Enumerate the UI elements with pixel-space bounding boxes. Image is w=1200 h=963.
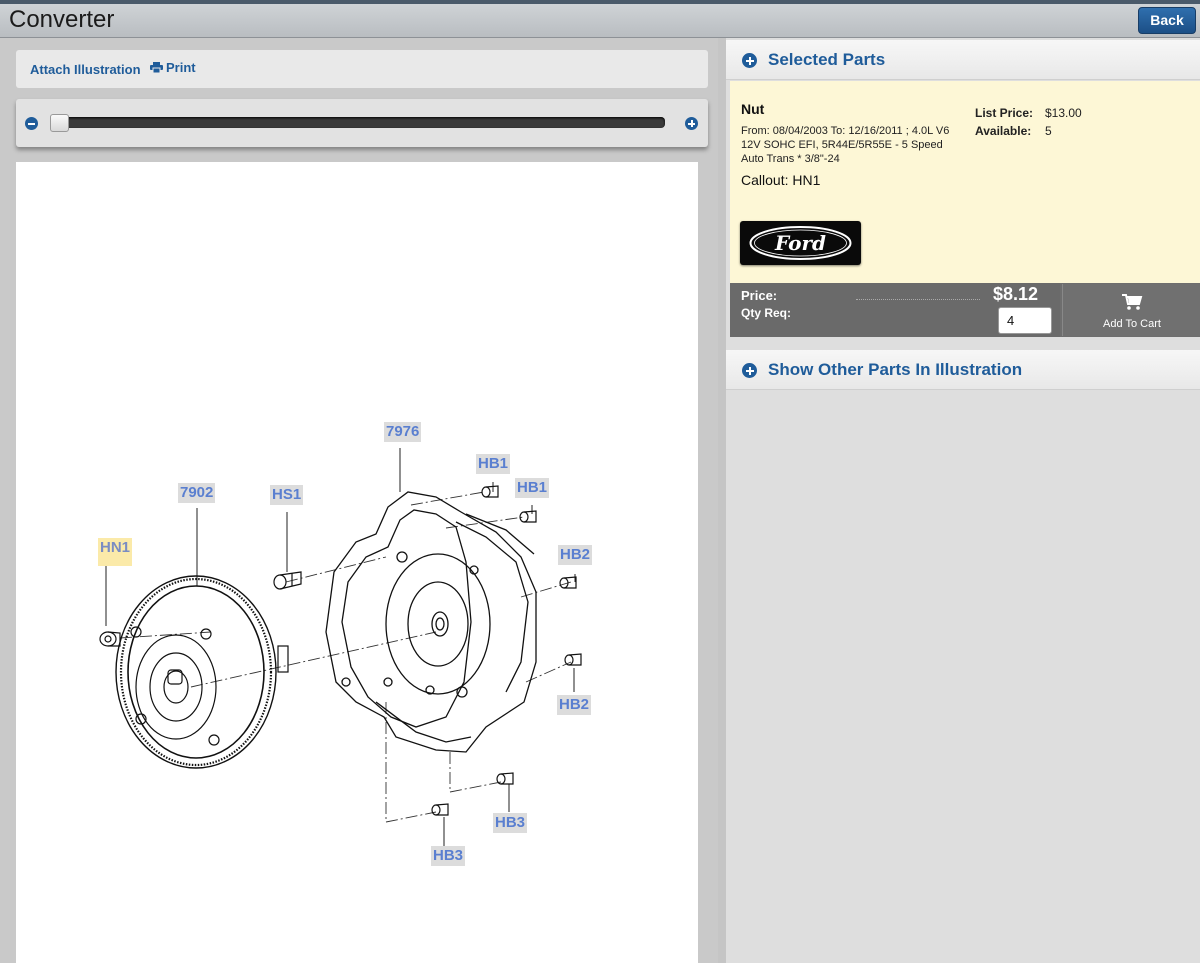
ford-logo-text: Ford (774, 231, 826, 255)
cart-icon (1122, 294, 1143, 310)
callout-hb3[interactable]: HB3 (493, 813, 528, 833)
zoom-in-icon[interactable] (685, 117, 698, 130)
price-value: $8.12 (992, 284, 1038, 304)
stud-hs1-drawing (273, 571, 302, 590)
price-area: Price: $8.12 Qty Req: 4 (730, 283, 1060, 337)
callout-hb2[interactable]: HB2 (557, 695, 592, 715)
qty-label: Qty Req: (741, 306, 792, 320)
selected-parts-header[interactable]: Selected Parts (726, 40, 1200, 80)
callout-hb2-top[interactable]: HB2 (558, 545, 593, 565)
part-description: From: 08/04/2003 To: 12/16/2011 ; 4.0L V… (741, 125, 950, 165)
nut-hn1-drawing (99, 631, 121, 647)
zoom-slider-track[interactable] (50, 117, 665, 128)
callout-7902[interactable]: 7902 (178, 483, 216, 503)
page-title: Converter (9, 6, 115, 33)
plus-circle-icon (742, 363, 757, 378)
part-name: Nut (741, 101, 765, 117)
available-row: Available: 5 (975, 124, 1052, 138)
illustration-pane: Attach Illustration Print (0, 38, 718, 963)
add-to-cart-button[interactable]: Add To Cart (1062, 284, 1200, 336)
print-label: Print (166, 60, 196, 75)
list-price-label: List Price: (975, 106, 1034, 120)
zoom-slider-handle[interactable] (50, 114, 69, 132)
callout-hb3-bottom[interactable]: HB3 (431, 846, 466, 866)
printer-icon (150, 62, 163, 73)
qty-input[interactable]: 4 (998, 307, 1052, 334)
callout-hb1[interactable]: HB1 (515, 478, 550, 498)
parts-pane: Selected Parts Nut From: 08/04/2003 To: … (718, 38, 1200, 963)
title-bar: Converter Back (0, 0, 1200, 38)
zoom-out-icon[interactable] (25, 117, 38, 130)
plus-circle-icon (742, 53, 757, 68)
attach-illustration-link[interactable]: Attach Illustration (30, 62, 141, 77)
callout-7976[interactable]: 7976 (384, 422, 422, 442)
illustration-canvas: 7976 7902 HS1 HN1 HB1 HB1 HB2 HB2 HB3 HB… (16, 162, 698, 963)
ford-logo: Ford (740, 221, 861, 265)
torque-converter-drawing (115, 575, 289, 769)
other-parts-header[interactable]: Show Other Parts In Illustration (726, 350, 1200, 390)
price-dotted-leader (856, 299, 980, 300)
price-bar: Price: $8.12 Qty Req: 4 Add To Cart (730, 283, 1200, 337)
exploded-diagram (99, 448, 582, 852)
back-button[interactable]: Back (1138, 7, 1196, 34)
list-price-value: $13.00 (1045, 106, 1082, 120)
ford-oval-icon: Ford (749, 226, 852, 260)
callout-hb1-top[interactable]: HB1 (476, 454, 511, 474)
bolt-drawings (431, 485, 582, 816)
other-parts-title: Show Other Parts In Illustration (768, 360, 1023, 379)
callout-hn1[interactable]: HN1 (98, 538, 133, 566)
illustration-toolbar: Attach Illustration Print (16, 50, 708, 88)
converter-housing-drawing (325, 491, 537, 753)
price-label: Price: (741, 288, 778, 303)
part-callout: Callout: HN1 (741, 172, 821, 188)
print-link[interactable]: Print (150, 60, 196, 75)
add-to-cart-label: Add To Cart (1103, 318, 1161, 330)
zoom-panel (16, 99, 708, 147)
available-value: 5 (1045, 124, 1052, 138)
leader-lines (105, 448, 576, 852)
list-price-row: List Price: $13.00 (975, 106, 1082, 120)
selected-parts-title: Selected Parts (768, 50, 886, 69)
callout-hs1[interactable]: HS1 (270, 485, 304, 505)
available-label: Available: (975, 124, 1032, 138)
